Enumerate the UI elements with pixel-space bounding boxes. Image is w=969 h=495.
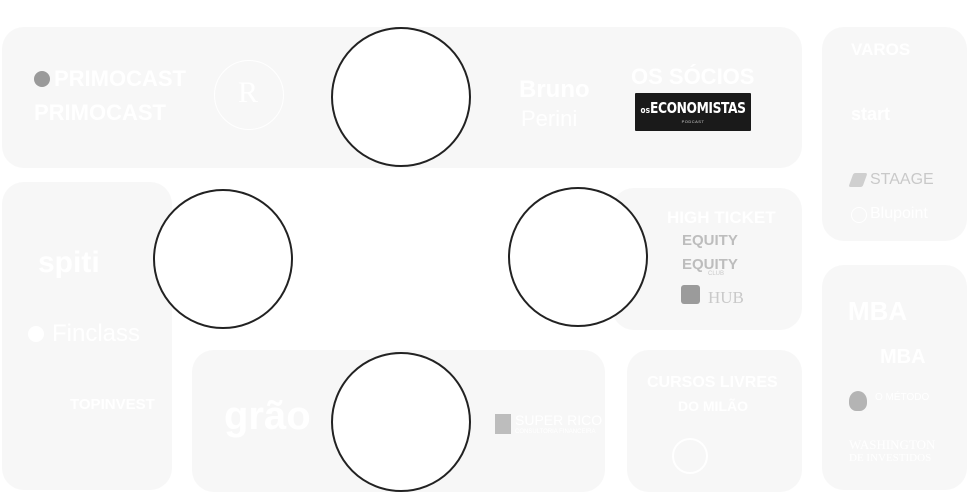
start-logo: start bbox=[851, 104, 891, 124]
circle-bottom bbox=[331, 352, 471, 492]
circle-left bbox=[153, 189, 293, 329]
finclass-icon bbox=[28, 326, 44, 342]
finclass-logo: Finclass bbox=[52, 320, 141, 347]
washington-logo: WASHINGTON bbox=[849, 437, 936, 452]
blupoint-logo: Blupoint bbox=[870, 205, 928, 222]
mba-alt-logo: MBA bbox=[880, 346, 926, 368]
globe-icon bbox=[681, 285, 700, 304]
cursos-livres-card bbox=[627, 350, 802, 492]
super-rico-logo: SUPER RICO bbox=[515, 412, 603, 428]
cursos-livres-title: CURSOS LIVRES bbox=[647, 374, 778, 391]
varos-title: VAROS bbox=[851, 40, 911, 59]
os-socios-logo: OS SÓCIOS bbox=[631, 64, 755, 89]
varos-card bbox=[822, 27, 967, 241]
cursos-logo-icon bbox=[672, 438, 708, 474]
mba-logo: MBA bbox=[848, 296, 908, 326]
os-economistas-badge: osECONOMISTAS PODCAST bbox=[635, 93, 751, 131]
primocast-logo-alt: PRIMOCAST bbox=[34, 100, 166, 125]
circle-top bbox=[331, 27, 471, 167]
grao-logo: grão bbox=[224, 394, 311, 438]
clover-icon bbox=[849, 391, 867, 411]
blupoint-icon bbox=[851, 207, 867, 223]
super-rico-tagline: CONSULTORIA FINANCEIRA bbox=[515, 429, 596, 435]
r-monogram-icon bbox=[214, 60, 284, 130]
bruno-perini-logo-first: Bruno bbox=[519, 76, 590, 103]
super-rico-icon bbox=[495, 414, 511, 434]
os-economistas-title: osECONOMISTAS bbox=[640, 98, 746, 117]
primocast-logo: PRIMOCAST bbox=[54, 66, 186, 91]
hub-logo: HUB bbox=[708, 288, 744, 307]
os-economistas-subtitle: PODCAST bbox=[681, 118, 705, 124]
bruno-perini-logo-last: Perini bbox=[521, 106, 578, 131]
high-ticket-title: HIGH TICKET bbox=[667, 208, 776, 227]
de-investidos-logo: DE INVESTIDOS bbox=[849, 452, 932, 464]
circle-right bbox=[508, 187, 648, 327]
staage-logo: STAAGE bbox=[870, 171, 934, 188]
cursos-livres-subtitle: DO MILÃO bbox=[678, 398, 748, 414]
equity-club-sub: CLUB bbox=[708, 271, 725, 277]
topinvest-logo: TOPINVEST bbox=[70, 396, 155, 413]
spiti-logo: spiti bbox=[38, 246, 100, 279]
mba-card bbox=[822, 265, 967, 490]
equity-club-logo: EQUITY bbox=[682, 256, 738, 273]
equity-logo: EQUITY bbox=[682, 232, 738, 249]
r-monogram-letter: R bbox=[238, 76, 259, 109]
primocast-logo-icon bbox=[34, 71, 50, 87]
o-metodo-logo: O MÉTODO bbox=[875, 392, 930, 403]
